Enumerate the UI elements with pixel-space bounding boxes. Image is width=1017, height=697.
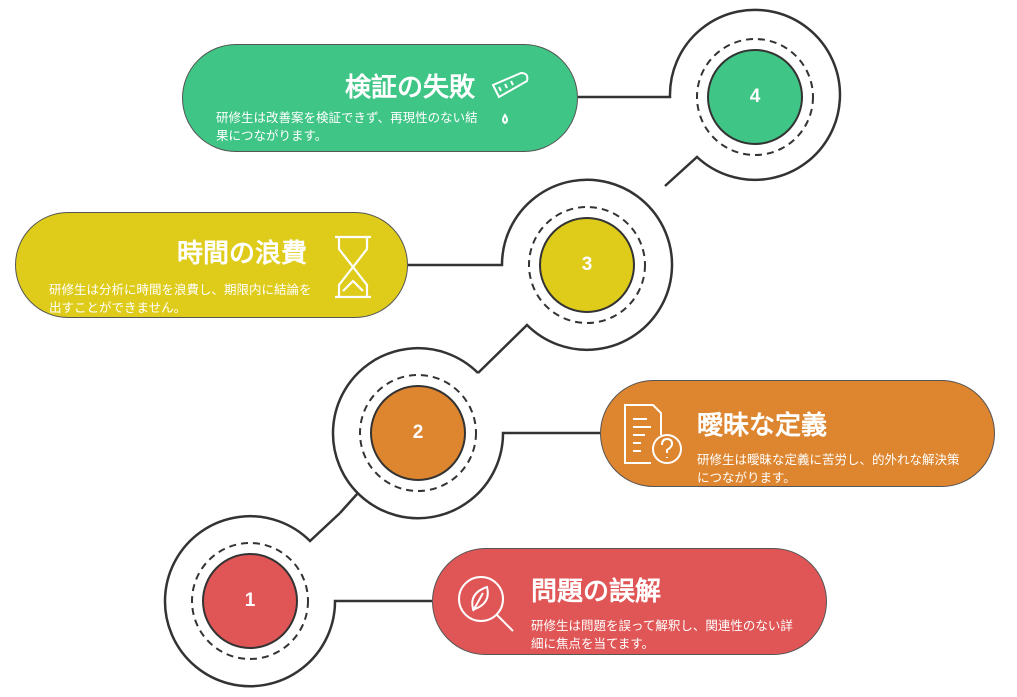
- step-card-4: 検証の失敗 研修生は改善案を検証できず、再現性のない結果につながります。: [182, 44, 578, 152]
- step-card-1: 問題の誤解 研修生は問題を誤って解釈し、関連性のない詳細に焦点を当てます。: [432, 548, 827, 655]
- outer-ring-3: [408, 178, 674, 374]
- step-number-4: 4: [749, 86, 761, 107]
- step-title-3: 時間の浪費: [176, 239, 307, 269]
- step-title-2: 曖昧な定義: [697, 411, 828, 441]
- step-title-1: 問題の誤解: [531, 577, 662, 607]
- step-number-2: 2: [412, 422, 424, 443]
- test-tube-icon: [491, 71, 529, 125]
- magnifier-leaf-icon: [458, 576, 514, 632]
- step-card-3: 時間の浪費 研修生は分析に時間を浪費し、期限内に結論を出すことができません。: [15, 212, 408, 318]
- dashed-ring-1: [191, 542, 309, 660]
- step-circle-2: [370, 385, 466, 481]
- outer-ring-4: [578, 8, 842, 187]
- connector-2-1: [339, 492, 359, 514]
- step-circle-1: [202, 553, 298, 649]
- step-description-1: 研修生は問題を誤って解釈し、関連性のない詳細に焦点を当てます。: [531, 618, 793, 651]
- outer-ring-1: [163, 512, 432, 688]
- dashed-ring-4: [696, 38, 814, 156]
- step-description-4: 研修生は改善案を検証できず、再現性のない結果につながります。: [216, 110, 478, 143]
- step-description-2: 研修生は曖昧な定義に苦労し、的外れな解決策につながります。: [697, 452, 960, 485]
- hourglass-icon: [335, 235, 371, 299]
- dashed-ring-2: [359, 374, 477, 492]
- step-circle-4: [707, 49, 803, 145]
- outer-ring-2: [331, 346, 600, 520]
- step-number-1: 1: [244, 590, 256, 611]
- step-number-3: 3: [581, 254, 593, 275]
- document-question-icon: [624, 404, 682, 464]
- step-card-2: 曖昧な定義 研修生は曖昧な定義に苦労し、的外れな解決策につながります。: [600, 380, 995, 487]
- step-title-4: 検証の失敗: [344, 73, 475, 103]
- dashed-ring-3: [528, 206, 646, 324]
- step-description-3: 研修生は分析に時間を浪費し、期限内に結論を出すことができません。: [49, 282, 312, 315]
- step-circle-3: [539, 217, 635, 313]
